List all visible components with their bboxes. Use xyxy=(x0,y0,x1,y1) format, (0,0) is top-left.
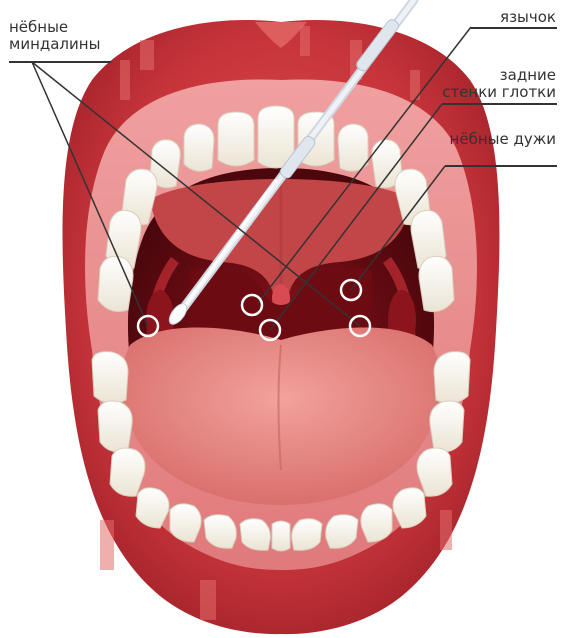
label-uvula-underline xyxy=(471,27,557,29)
label-palatine-tonsils-line2: миндалины xyxy=(9,36,100,53)
label-uvula-line1: язычок xyxy=(500,9,556,26)
label-uvula: язычок xyxy=(500,9,556,26)
label-pharynx-wall-line2: стенки глотки xyxy=(442,84,556,101)
label-pharynx-wall: задние стенки глотки xyxy=(442,67,556,101)
label-palatine-arches: нёбные дужи xyxy=(450,131,556,148)
label-palatine-arches-line1: нёбные дужи xyxy=(450,131,556,148)
label-palatine-tonsils-line1: нёбные xyxy=(9,19,100,36)
label-pharynx-wall-underline xyxy=(442,103,557,105)
label-palatine-arches-underline xyxy=(445,165,557,167)
label-palatine-tonsils-underline xyxy=(9,61,111,63)
label-palatine-tonsils: нёбные миндалины xyxy=(9,19,100,53)
label-pharynx-wall-line1: задние xyxy=(442,67,556,84)
